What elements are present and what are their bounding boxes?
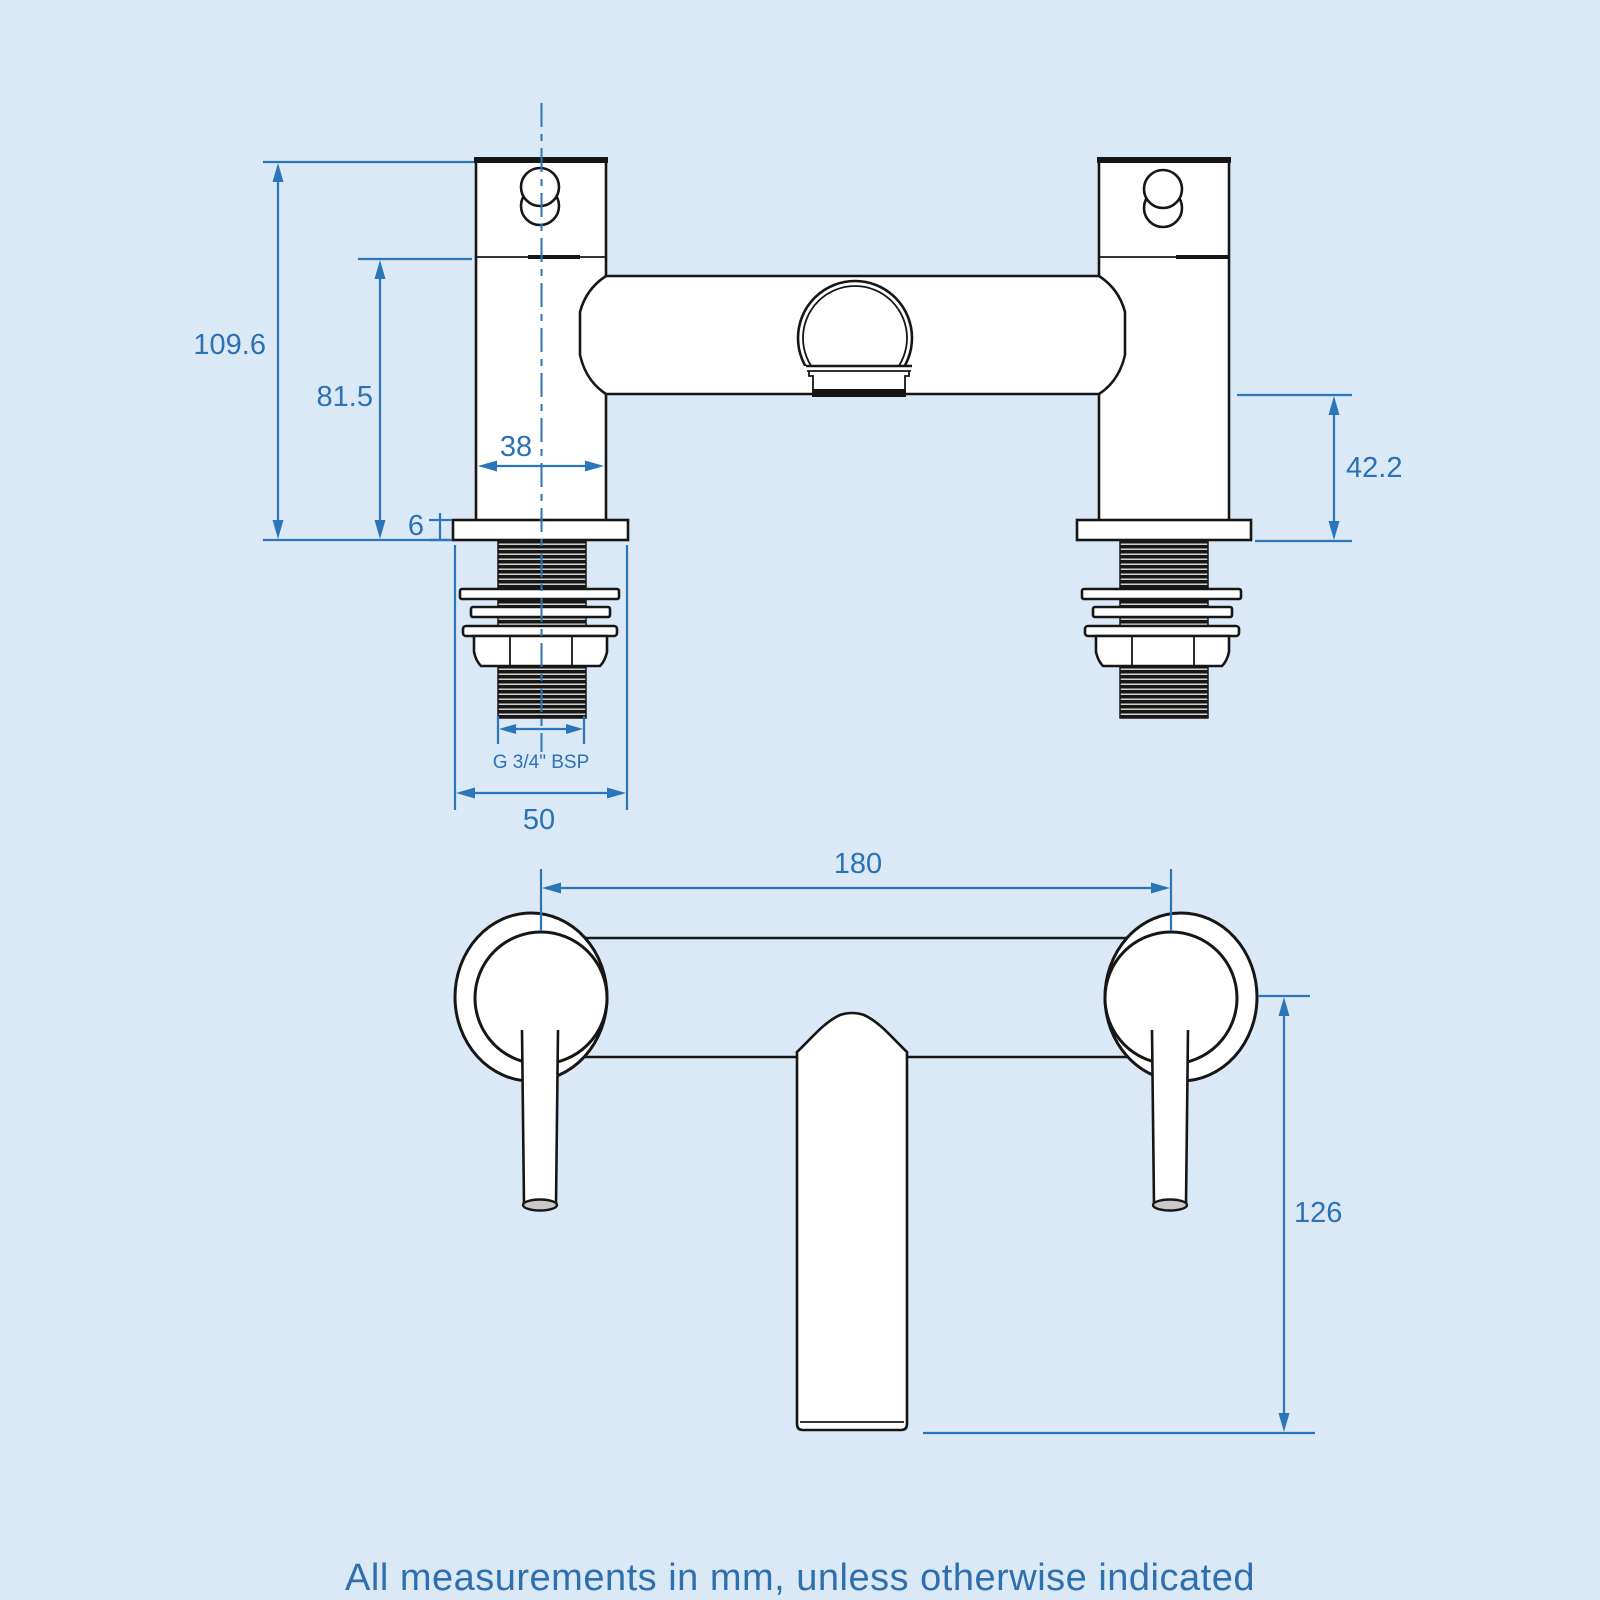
right-base-plate (1075, 518, 1253, 542)
tap-centres-label: 180 (834, 848, 882, 880)
right-nut-flange (1083, 624, 1241, 638)
overall-height-label: 109.6 (193, 329, 266, 361)
measurement-note: All measurements in mm, unless otherwise… (345, 1557, 1255, 1599)
thread-size-label: G 3/4" BSP (493, 752, 590, 773)
spout-outlet-rim (812, 389, 906, 397)
dimension-pillar-width: 38 (478, 431, 604, 472)
right-shank-assembly (1080, 540, 1243, 719)
dimension-shank-length: 50 (453, 545, 629, 836)
pillar-width-label: 38 (500, 431, 532, 463)
left-handle-pin (519, 166, 561, 227)
right-lever-handle (1150, 1029, 1190, 1212)
front-elevation-view (451, 103, 1253, 752)
dimension-clearance: 42.2 (1237, 393, 1402, 543)
shank-length-label: 50 (523, 804, 555, 836)
right-washer-bottom (1091, 605, 1234, 619)
left-lever-handle (520, 1029, 560, 1212)
dimension-plate-thickness: 6 (408, 510, 452, 542)
right-handle-pin (1142, 168, 1184, 229)
left-nut-flange (461, 624, 619, 638)
right-backnut (1094, 634, 1231, 668)
dimensions: 109.6 81.5 38 6 (193, 160, 1402, 1435)
dimension-overall-height: 109.6 (193, 160, 474, 542)
dimension-tap-centres: 180 (539, 848, 1173, 931)
spout-outlet (793, 279, 917, 397)
dimension-thread-size: G 3/4" BSP (493, 716, 590, 773)
profile-view (453, 911, 1259, 1432)
left-lever-end-cap (521, 1198, 559, 1212)
right-pillar-top-edge (1097, 157, 1231, 163)
down-spout (795, 1011, 909, 1432)
right-washer-top (1080, 587, 1243, 601)
left-washer-top (458, 587, 621, 601)
spout-drop-label: 126 (1294, 1197, 1342, 1229)
clearance-label: 42.2 (1346, 452, 1402, 484)
height-to-body-label: 81.5 (317, 381, 373, 413)
right-lever-end-cap (1151, 1198, 1189, 1212)
dimension-spout-drop: 126 (923, 994, 1342, 1435)
plate-thickness-label: 6 (408, 510, 424, 542)
dimension-height-to-body: 81.5 (317, 257, 472, 539)
